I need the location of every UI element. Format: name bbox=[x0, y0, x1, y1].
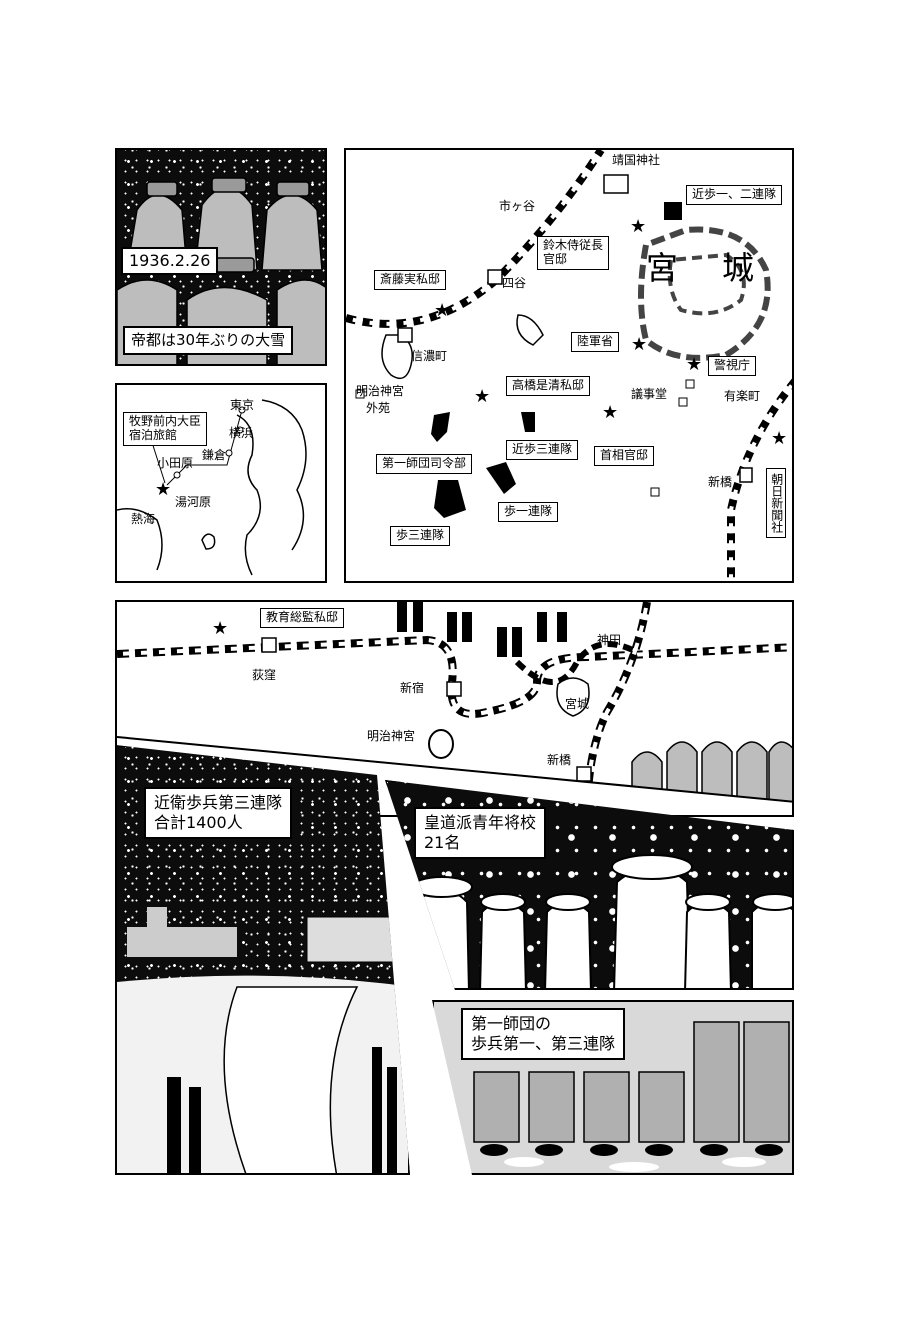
panel-snow-soldiers: 1936.2.26 帝都は30年ぶりの大雪 bbox=[115, 148, 327, 366]
place-odawara: 小田原 bbox=[157, 456, 194, 470]
box-kyoiku-sokan: 教育総監私邸 bbox=[260, 608, 345, 628]
label-ichigaya: 市ヶ谷 bbox=[499, 199, 536, 213]
palace-kanji-2: 城 bbox=[722, 249, 755, 287]
label-shimbashi-2: 新橋 bbox=[547, 753, 572, 767]
place-atami: 熱海 bbox=[131, 512, 156, 526]
box-keishicho: 警視庁 bbox=[708, 356, 757, 376]
label-meiji-jingu: 明治神宮 bbox=[356, 384, 405, 398]
place-tokyo: 東京 bbox=[230, 398, 255, 412]
officers-line-1: 皇道派青年将校 bbox=[424, 813, 537, 832]
box-suzuki: 鈴木侍従長 官邸 bbox=[537, 236, 610, 270]
box-ho3: 歩三連隊 bbox=[390, 526, 451, 546]
star-takahashi: ★ bbox=[474, 386, 491, 407]
label-shinjuku: 新宿 bbox=[400, 681, 425, 695]
place-kamakura: 鎌倉 bbox=[202, 448, 227, 462]
snowy-landscape bbox=[117, 907, 408, 1173]
kinho-3-line-1: 近衛歩兵第三連隊 bbox=[154, 793, 283, 812]
star-rikugunsho: ★ bbox=[631, 334, 648, 355]
label-gaien: 外苑 bbox=[366, 401, 391, 415]
box-dai1-shidan: 第一師団司令部 bbox=[376, 454, 473, 474]
box-saito: 斎藤実私邸 bbox=[374, 270, 447, 290]
star-kyoiku: ★ bbox=[212, 618, 229, 639]
officers-illustration bbox=[411, 854, 792, 988]
panel-young-officers: 皇道派青年将校 21名 bbox=[385, 780, 794, 990]
star-saito: ★ bbox=[434, 300, 451, 321]
callout-line-2: 宿泊旅館 bbox=[129, 427, 178, 442]
tokyo-streets bbox=[346, 150, 792, 581]
box-asahi: 朝日新聞社 bbox=[766, 468, 786, 538]
place-yokohama: 横浜 bbox=[229, 426, 254, 440]
box-kinho-1-2: 近歩一、二連隊 bbox=[686, 185, 783, 205]
panel-marching-soldiers: 第一師団の 歩兵第一、第三連隊 bbox=[432, 1000, 794, 1175]
box-ho1: 歩一連隊 bbox=[498, 502, 559, 522]
box-shusho-kantei: 首相官邸 bbox=[594, 446, 655, 466]
label-ogikubo: 荻窪 bbox=[252, 668, 277, 682]
callout-line-1: 牧野前内大臣 bbox=[129, 414, 202, 428]
date-caption: 1936.2.26 bbox=[121, 247, 219, 275]
palace-kanji-1: 宮 bbox=[646, 249, 679, 287]
star-asahi: ★ bbox=[771, 428, 788, 449]
snow-caption: 帝都は30年ぶりの大雪 bbox=[123, 326, 294, 355]
panel-night-palace: 近衛歩兵第三連隊 合計1400人 bbox=[115, 745, 410, 1175]
label-shinanomachi: 信濃町 bbox=[411, 349, 448, 363]
star-keishicho: ★ bbox=[686, 354, 703, 375]
makino-inn-callout: 牧野前内大臣 宿泊旅館 bbox=[123, 412, 208, 446]
dai1-line-2: 歩兵第一、第三連隊 bbox=[471, 1034, 616, 1053]
label-yurakucho: 有楽町 bbox=[724, 389, 761, 403]
star-icon: ★ bbox=[155, 479, 172, 500]
place-yugawara: 湯河原 bbox=[175, 495, 212, 509]
box-kinho-3: 近歩三連隊 bbox=[506, 440, 579, 460]
label-yasukuni: 靖国神社 bbox=[612, 153, 661, 167]
officers-line-2: 21名 bbox=[424, 833, 461, 852]
star-shusho: ★ bbox=[602, 402, 619, 423]
box-rikugunsho: 陸軍省 bbox=[571, 332, 620, 352]
panel-tokyo-map: 靖国神社 市ヶ谷 四谷 信濃町 明治神宮 外苑 議事堂 有楽町 新橋 宮 城 近… bbox=[344, 148, 794, 583]
label-meiji-jingu-2: 明治神宮 bbox=[367, 729, 416, 743]
kinho-3-line-2: 合計1400人 bbox=[154, 813, 243, 832]
dai1-shidan-caption: 第一師団の 歩兵第一、第三連隊 bbox=[461, 1008, 626, 1060]
suzuki-line-1: 鈴木侍従長 bbox=[543, 238, 604, 252]
label-kyujo: 宮城 bbox=[565, 697, 590, 711]
label-kanda: 神田 bbox=[597, 633, 622, 647]
kinho-3-caption: 近衛歩兵第三連隊 合計1400人 bbox=[144, 787, 293, 839]
label-gijido: 議事堂 bbox=[631, 387, 668, 401]
label-shimbashi: 新橋 bbox=[708, 475, 733, 489]
panel-kanagawa-map: 東京 横浜 鎌倉 小田原 湯河原 熱海 ★ 牧野前内大臣 宿泊旅館 bbox=[115, 383, 327, 583]
suzuki-line-2: 官邸 bbox=[543, 251, 568, 266]
box-takahashi: 高橋是清私邸 bbox=[506, 376, 591, 396]
officers-caption: 皇道派青年将校 21名 bbox=[414, 807, 547, 859]
star-suzuki: ★ bbox=[630, 216, 647, 237]
dai1-line-1: 第一師団の bbox=[471, 1014, 552, 1033]
label-yotsuya: 四谷 bbox=[502, 276, 527, 290]
